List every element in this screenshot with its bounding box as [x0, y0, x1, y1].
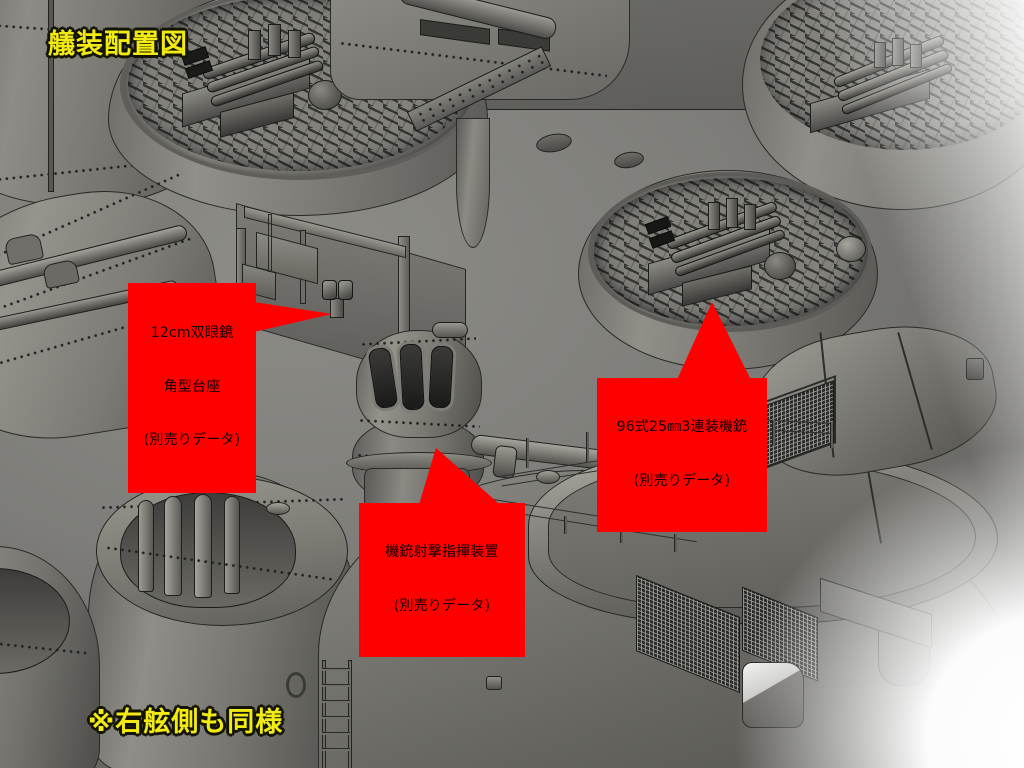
- callout-binocular-mount: 12cm双眼鏡 角型台座 (別売りデータ): [128, 283, 256, 493]
- deck-cleat: [486, 676, 502, 690]
- tub-lower-left-bollard-b: [266, 502, 290, 515]
- vertical-ladder: [318, 660, 360, 768]
- callout-aa-fire-director: 機銃射撃指揮装置 (別売りデータ): [359, 503, 525, 658]
- callout-arrow-triple-25mm-aa-gun: [676, 302, 752, 382]
- starboard-note: ※右舷側も同様: [86, 705, 284, 739]
- page-title: 艤装配置図: [46, 27, 188, 61]
- deck-bollard-center: [536, 470, 560, 484]
- callout-line: 12cm双眼鏡: [150, 324, 234, 341]
- director-view-slit-2: [399, 343, 425, 411]
- ladder-handhold-ring: [286, 672, 306, 698]
- tub-lower-left-rib-2: [164, 496, 182, 596]
- callout-triple-25mm-aa-gun: 96式25㎜3連装機銃 (別売りデータ): [597, 378, 767, 533]
- funnel-side-box: [966, 358, 984, 380]
- callout-line: 角型台座: [163, 378, 221, 395]
- antenna-post-left: [268, 214, 272, 272]
- callout-line: 96式25㎜3連装機銃: [616, 418, 748, 435]
- tub-lower-left-rib-4: [224, 496, 240, 594]
- aa-gun-triple-25mm-far-right: [800, 34, 970, 150]
- tub-lower-left-rib-3: [194, 494, 212, 598]
- callout-line: (別売りデータ): [143, 432, 241, 449]
- callout-line: 機銃射撃指揮装置: [385, 543, 499, 560]
- aa-gun-triple-25mm-mid-right: [630, 198, 805, 313]
- callout-line: (別売りデータ): [633, 472, 731, 489]
- director-view-slit-3: [428, 345, 454, 409]
- tub-lower-left-rib-1: [138, 500, 154, 592]
- centre-pillar: [456, 118, 490, 248]
- director-top-fitting: [432, 322, 468, 338]
- deckhouse-hatch-opening: [742, 662, 804, 728]
- cable-reel: [836, 236, 866, 262]
- callout-line: (別売りデータ): [393, 597, 491, 614]
